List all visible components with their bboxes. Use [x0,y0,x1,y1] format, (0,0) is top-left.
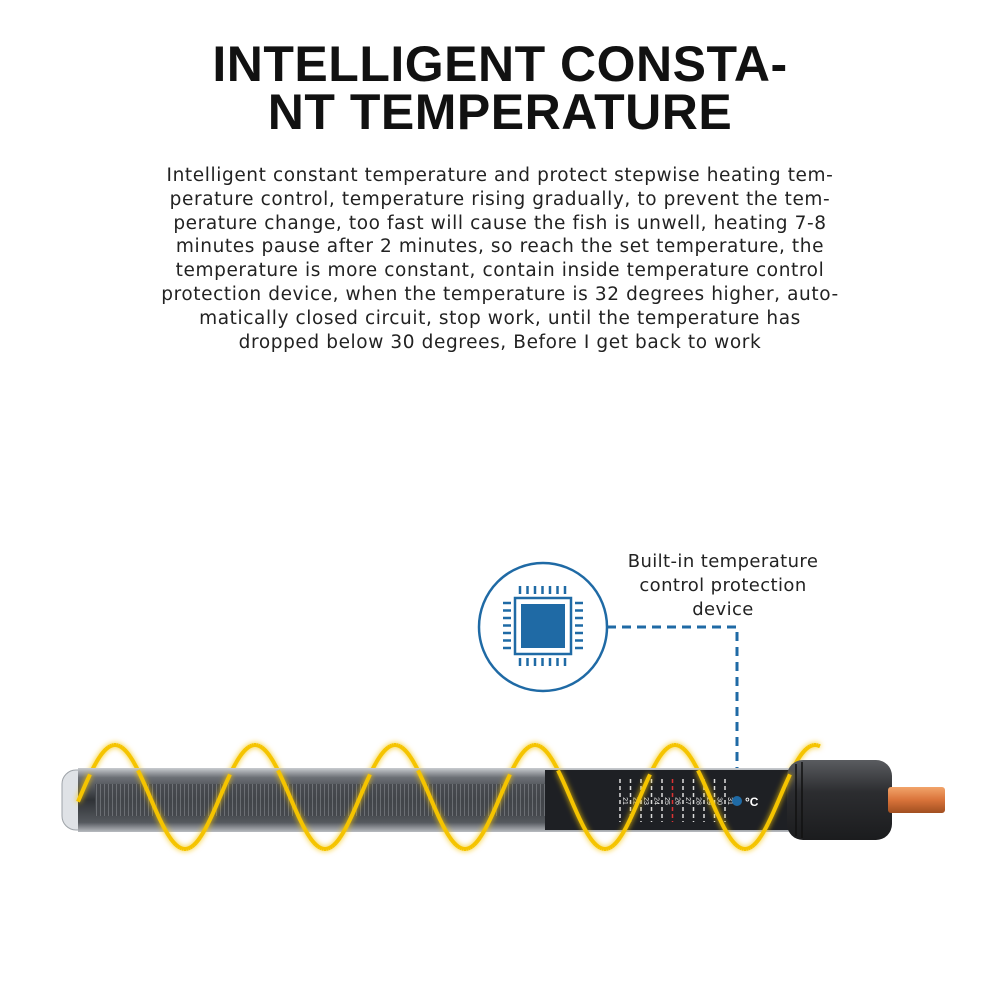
description-line: perature change, too fast will cause the… [173,212,827,234]
scale-label: 27 [684,797,691,805]
callout-leader-line [607,625,739,790]
description: Intelligent constant temperature and pro… [0,164,1000,354]
scale-marker [732,796,742,806]
description-line: protection device, when the temperature … [161,283,839,305]
scale-label: 26 [674,797,681,805]
scale-unit: °C [745,795,759,809]
microchip-icon [477,561,609,693]
description-line: perature control, temperature rising gra… [169,188,831,210]
page-title: INTELLIGENT CONSTA- NT TEMPERATURE [0,36,1000,140]
scale-label: 29 [705,797,712,805]
description-line: matically closed circuit, stop work, unt… [199,307,801,329]
description-line: temperature is more constant, contain in… [175,260,825,282]
callout-line: device [692,599,754,620]
scale-label: 23 [642,797,649,805]
scale-label: 28 [695,797,702,805]
description-line: Intelligent constant temperature and pro… [166,165,834,186]
callout-line: Built-in temperature [627,551,819,572]
copper-terminal [888,787,945,813]
heater-coil [95,784,545,816]
scale-label: 21 [621,797,628,805]
scale-label: 24 [653,797,660,805]
description-line: dropped below 30 degrees, Before I get b… [238,331,762,353]
callout-line: control protection [639,575,807,596]
title-line: NT TEMPERATURE [267,84,733,140]
scale-label: 31 [726,797,733,805]
title-line: INTELLIGENT CONSTA- [212,36,788,92]
description-line: minutes pause after 2 minutes, so reach … [175,236,825,258]
heat-wave-icon [76,769,792,851]
scale-label: 30 [716,797,723,805]
scale-label: 25 [663,797,670,805]
callout-label: Built-in temperature control protection … [600,550,846,622]
heater-cap [787,760,892,840]
scale-label: 22 [632,797,639,805]
